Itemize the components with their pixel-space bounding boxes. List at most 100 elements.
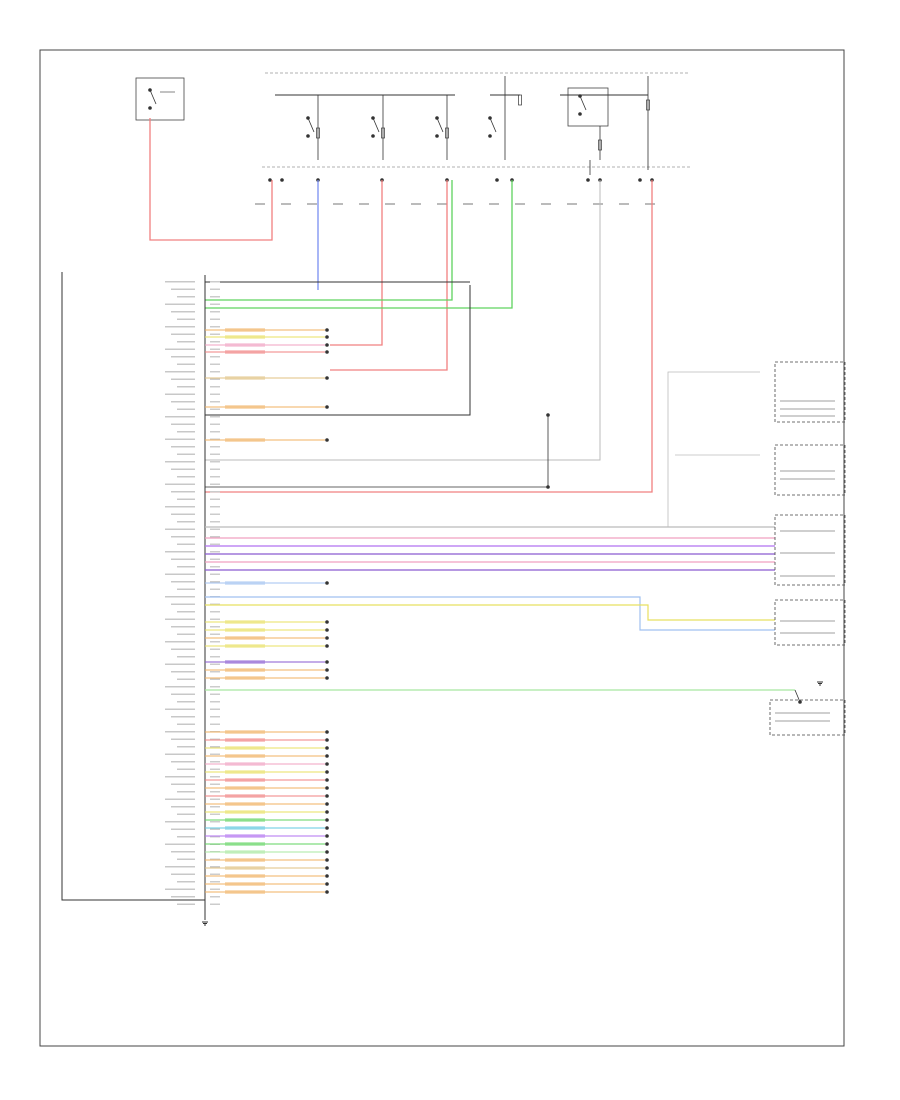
connector-dot-icon <box>325 328 329 332</box>
component-label-mark <box>775 720 830 722</box>
pin-label-mark <box>165 731 195 733</box>
connector-dot-icon <box>325 676 329 680</box>
switch-icon <box>148 106 152 110</box>
pin-label-mark <box>177 678 195 680</box>
pin-number-mark <box>210 693 220 695</box>
switch-icon <box>578 112 582 116</box>
switch-icon <box>372 117 380 133</box>
pin-label-mark <box>165 528 195 530</box>
pin-number-mark <box>210 798 220 800</box>
pin-label-mark <box>177 498 195 500</box>
pin-number-mark <box>210 858 220 860</box>
pin-label-mark <box>171 873 195 875</box>
pin-number-mark <box>210 311 220 313</box>
outer-frame <box>39 49 845 1047</box>
pin-label-mark <box>177 431 195 433</box>
connector-dot-icon <box>325 810 329 814</box>
pin-number-mark <box>210 363 220 365</box>
pin-number-mark <box>210 708 220 710</box>
pin-number-mark <box>210 491 220 493</box>
pin-number-mark <box>210 806 220 808</box>
pin-number-mark <box>210 821 220 823</box>
connector-dot-icon <box>325 335 329 339</box>
pin-number-mark <box>210 866 220 868</box>
wire-label-mark <box>281 203 291 205</box>
pin-label-mark <box>165 573 195 575</box>
pin-number-mark <box>210 536 220 538</box>
wire-red <box>330 180 448 371</box>
pin-label-mark <box>165 393 195 395</box>
pin-number-mark <box>210 438 220 440</box>
component-label-mark <box>775 712 830 714</box>
pin-number-mark <box>210 333 220 335</box>
pin-label-mark <box>177 633 195 635</box>
pin-number-mark <box>210 521 220 523</box>
pin-number-mark <box>210 588 220 590</box>
pin-number-mark <box>210 393 220 395</box>
pin-label-mark <box>165 798 195 800</box>
connector-dot-icon <box>325 644 329 648</box>
pin-number-mark <box>210 543 220 545</box>
pin-label-mark <box>165 866 195 868</box>
right-sensor-label <box>769 699 846 736</box>
pin-number-mark <box>210 581 220 583</box>
pin-number-mark <box>210 783 220 785</box>
switch-icon <box>371 134 375 138</box>
pin-label-mark <box>171 513 195 515</box>
wire-label-mark <box>489 203 499 205</box>
pin-number-mark <box>210 753 220 755</box>
relay-icon <box>149 89 157 105</box>
wire-label-mark <box>619 203 629 205</box>
wire-label-mark <box>645 203 655 205</box>
pin-number-mark <box>210 768 220 770</box>
pin-label-mark <box>171 378 195 380</box>
module-outline <box>61 272 205 901</box>
pin-label-mark <box>177 656 195 658</box>
pin-label-mark <box>165 686 195 688</box>
pin-label-mark <box>171 446 195 448</box>
pin-label-mark <box>171 288 195 290</box>
pin-label-mark <box>177 363 195 365</box>
connector-dot-icon <box>325 818 329 822</box>
connector-dot-icon <box>325 628 329 632</box>
right-module-a <box>774 361 846 423</box>
pin-number-mark <box>210 468 220 470</box>
pin-label-mark <box>165 596 195 598</box>
pin-number-mark <box>210 513 220 515</box>
pin-label-mark <box>177 386 195 388</box>
pin-label-mark <box>171 851 195 853</box>
pin-number-mark <box>210 461 220 463</box>
pin-label-mark <box>177 858 195 860</box>
pin-number-mark <box>210 318 220 320</box>
component-label-mark <box>780 470 835 472</box>
pin-number-mark <box>210 716 220 718</box>
connector-dot-icon <box>325 794 329 798</box>
component-label-mark <box>780 415 835 417</box>
connector-dot-icon <box>325 802 329 806</box>
pin-number-mark <box>210 416 220 418</box>
relay-box <box>567 87 609 127</box>
fuse-icon <box>598 139 602 151</box>
pin-number-mark <box>210 903 220 905</box>
pin-label-mark <box>165 281 195 283</box>
connector-dot-icon <box>325 746 329 750</box>
connector-dot-icon <box>325 762 329 766</box>
pin-label-mark <box>171 806 195 808</box>
pin-label-mark <box>177 588 195 590</box>
wire-red-long <box>205 180 653 493</box>
wire-label-mark <box>359 203 369 205</box>
wire-red <box>330 180 383 346</box>
pin-label-mark <box>177 296 195 298</box>
connector-dot-icon <box>495 178 499 182</box>
pin-number-mark <box>210 618 220 620</box>
connector-dot-icon <box>325 786 329 790</box>
wire-grey-feed <box>667 371 760 527</box>
pin-number-mark <box>210 828 220 830</box>
pin-label-mark <box>171 783 195 785</box>
pin-label-mark <box>171 558 195 560</box>
right-module-b <box>774 444 846 496</box>
connector-dot-icon <box>280 178 284 182</box>
pin-number-mark <box>210 341 220 343</box>
pin-number-mark <box>210 296 220 298</box>
connector-dot-icon <box>325 738 329 742</box>
